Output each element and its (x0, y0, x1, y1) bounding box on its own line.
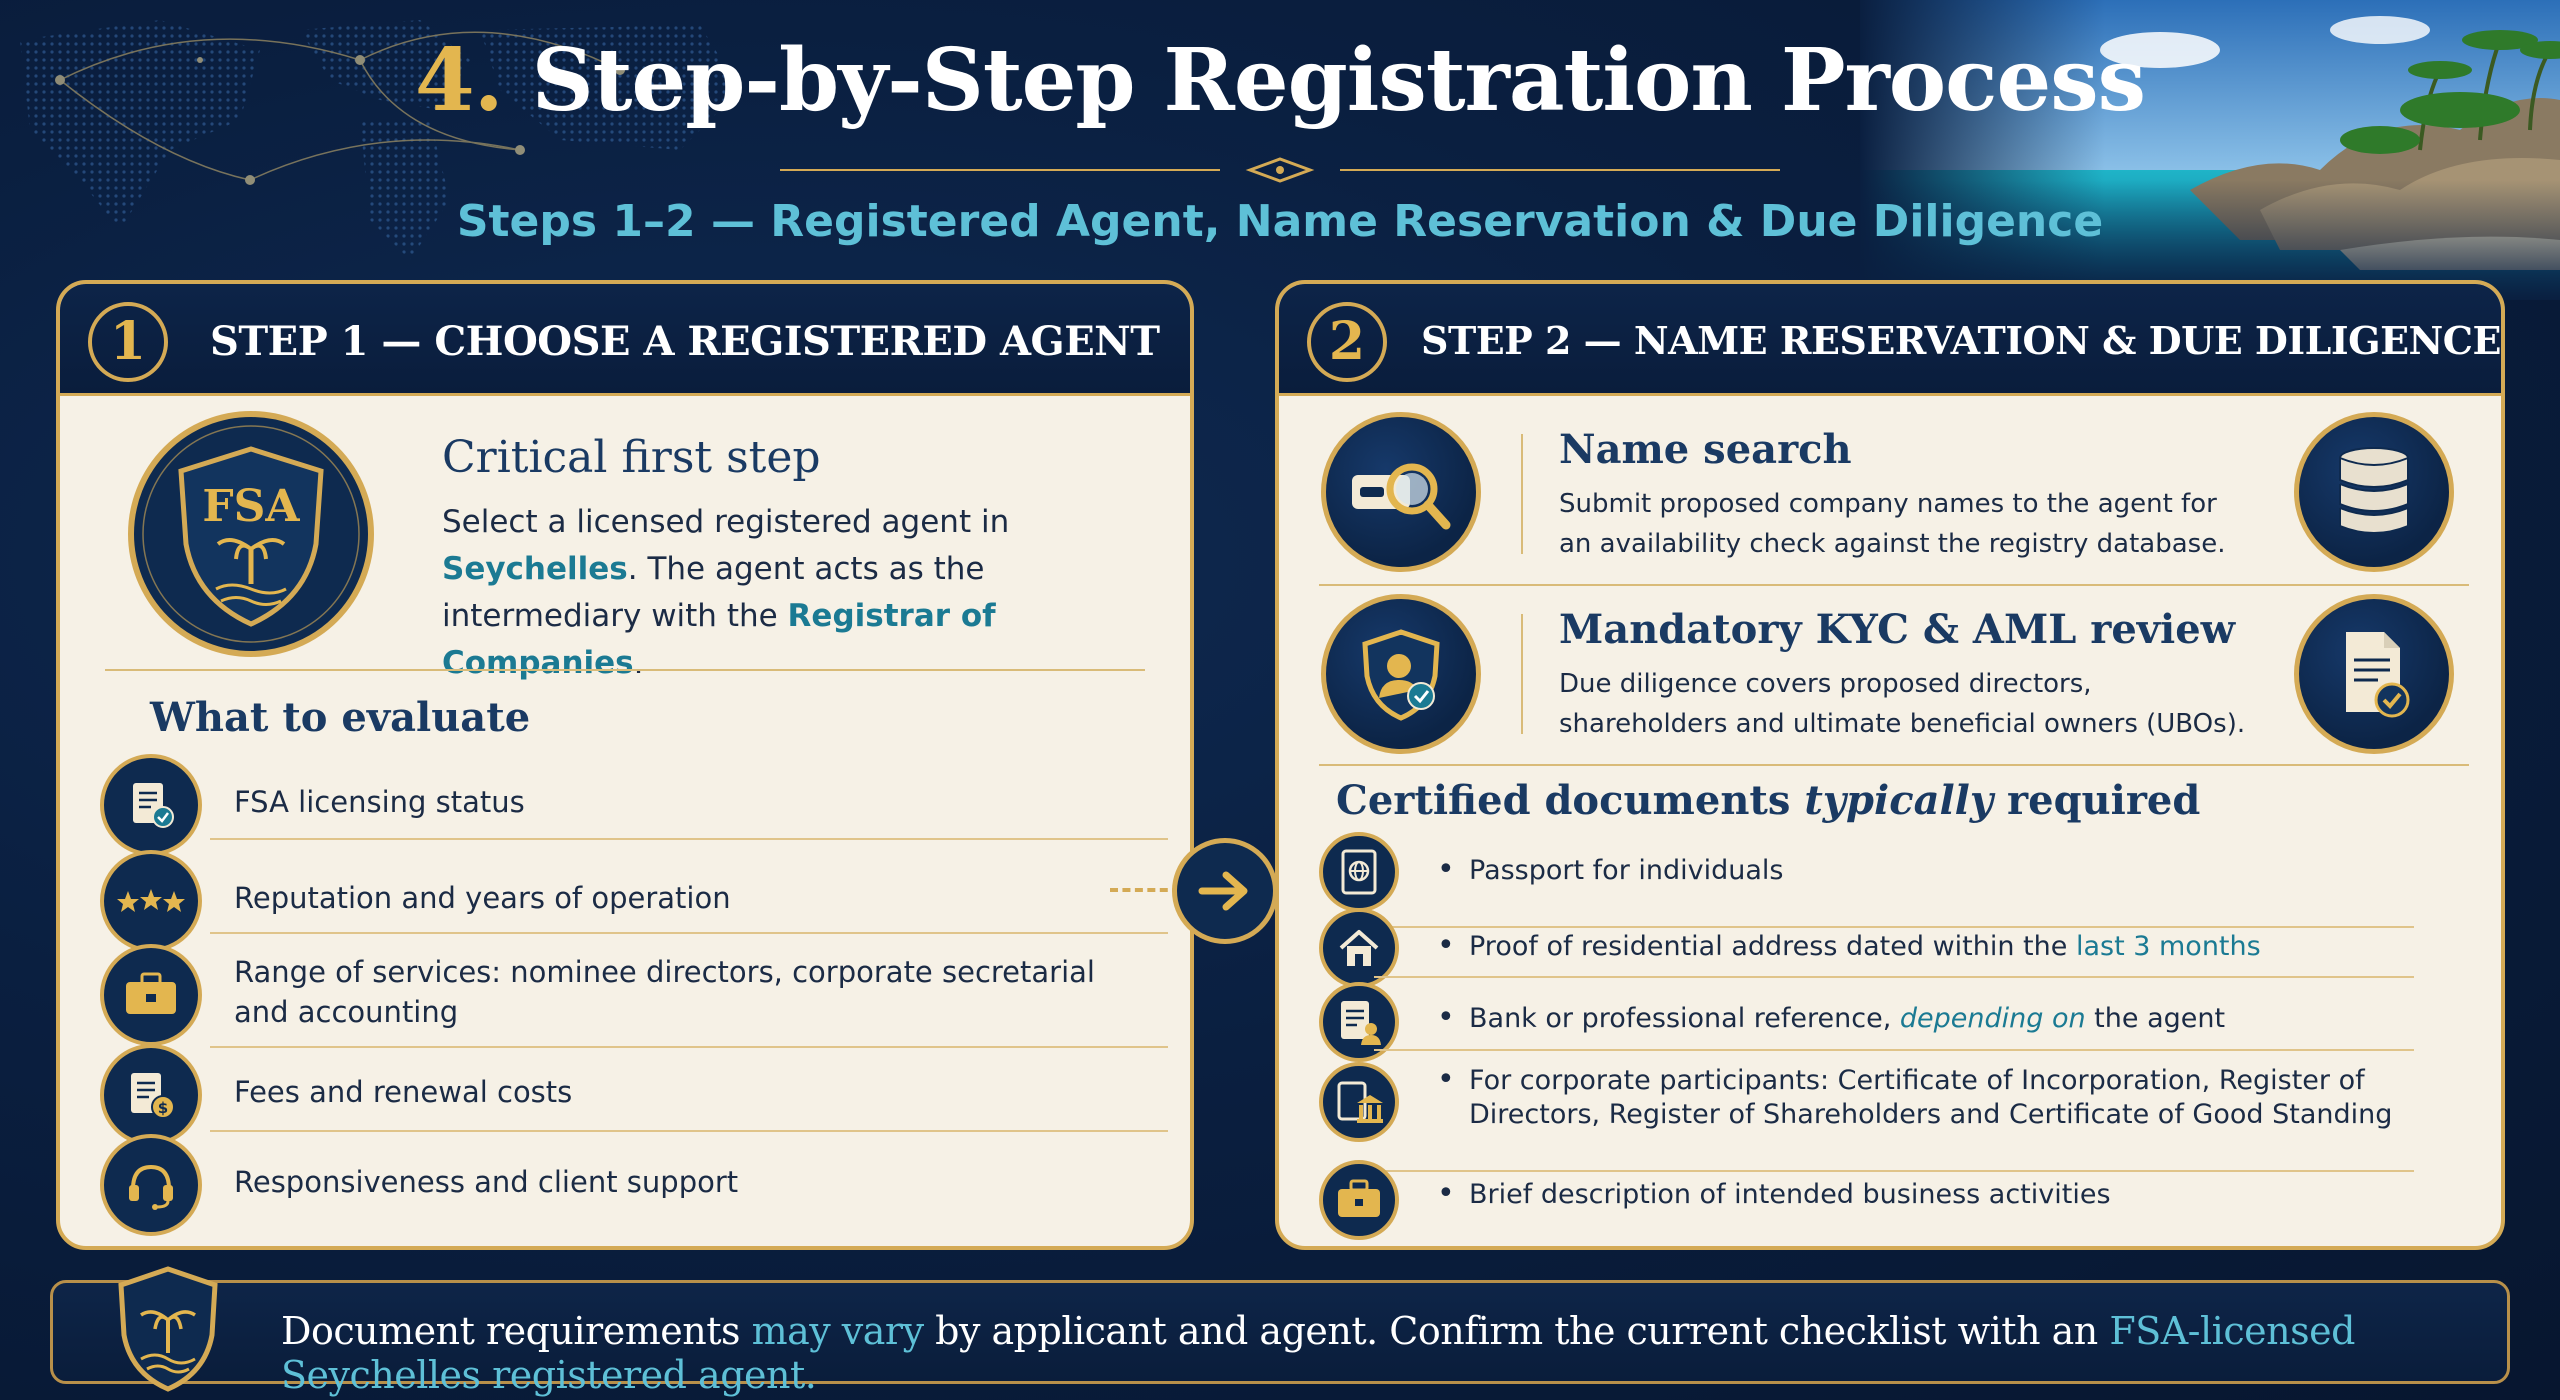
footer-part1: Document requirements (281, 1309, 752, 1353)
doc-item-text: Proof of residential address dated withi… (1469, 930, 2469, 964)
evaluate-item-text: Fees and renewal costs (234, 1075, 573, 1109)
step2-number-badge: 2 (1307, 302, 1387, 382)
documents-heading: Certified documents typically required (1336, 777, 2200, 824)
step2-panel: 2 STEP 2 — NAME RESERVATION & DUE DILIGE… (1275, 280, 2505, 1250)
name-search-text: Submit proposed company names to the age… (1559, 489, 2226, 559)
step-connector-line (1110, 888, 1230, 892)
divider (1374, 926, 2414, 928)
kyc-shield-person-icon (1321, 594, 1481, 754)
step2-header: 2 STEP 2 — NAME RESERVATION & DUE DILIGE… (1279, 284, 2501, 396)
doc-item-text: For corporate participants: Certificate … (1469, 1064, 2469, 1132)
step1-header: 1 STEP 1 — CHOOSE A REGISTERED AGENT (60, 284, 1190, 396)
step1-intro-text: Select a licensed registered agent in Se… (442, 499, 1142, 687)
palm-shield-icon (118, 1266, 218, 1392)
name-search-magnifier-icon (1321, 412, 1481, 572)
docs-heading-part2: required (1993, 777, 2201, 824)
footer-highlight-may-vary: may vary (751, 1309, 925, 1353)
footer-text: Document requirements may vary by applic… (281, 1309, 2501, 1397)
doc-text: Bank or professional reference, (1469, 1003, 1900, 1034)
doc-item-text: Brief description of intended business a… (1469, 1178, 2469, 1212)
kyc-text: Due diligence covers proposed directors,… (1559, 669, 2246, 739)
docs-heading-part1: Certified documents (1336, 777, 1805, 824)
world-map-decoration (20, 20, 740, 260)
title-text: Step-by-Step Registration Process (531, 30, 2146, 131)
divider (1521, 614, 1523, 734)
divider (1374, 1049, 2414, 1051)
doc-item-text: Passport for individuals (1469, 854, 2469, 888)
document-check-icon (100, 754, 202, 856)
page-subtitle: Steps 1–2 — Registered Agent, Name Reser… (456, 196, 2104, 247)
header: 4. Step-by-Step Registration Process Ste… (0, 0, 2560, 280)
divider (1374, 1170, 2414, 1172)
headset-icon (100, 1134, 202, 1236)
passport-icon (1319, 832, 1399, 912)
doc-text: Passport for individuals (1469, 855, 1784, 886)
footer-disclaimer: Document requirements may vary by applic… (50, 1266, 2510, 1397)
evaluate-item-text: Responsiveness and client support (234, 1165, 739, 1199)
list-item: Responsiveness and client support (100, 1134, 1180, 1236)
three-stars-icon (100, 850, 202, 952)
section-number: 4. (414, 30, 504, 131)
step1-panel: 1 STEP 1 — CHOOSE A REGISTERED AGENT FSA… (56, 280, 1194, 1250)
bullet: • (1437, 1062, 1455, 1097)
step1-number-badge: 1 (88, 302, 168, 382)
bullet: • (1437, 1176, 1455, 1211)
invoice-dollar-icon: $ (100, 1044, 202, 1146)
divider (1374, 976, 2414, 978)
footer-highlight-agent: FSA-licensed Seychelles registered agent… (281, 1309, 2355, 1397)
evaluate-item-text: Range of services: nominee directors, co… (234, 955, 1095, 1029)
list-item: $ Fees and renewal costs (100, 1044, 1180, 1146)
database-icon (2294, 412, 2454, 572)
doc-item-text: Bank or professional reference, dependin… (1469, 1002, 2469, 1036)
reference-document-person-icon (1319, 982, 1399, 1062)
tropical-beach-decoration (1860, 0, 2560, 300)
next-step-arrow-icon (1172, 838, 1278, 944)
divider (105, 669, 1145, 671)
briefcase-icon (100, 944, 202, 1046)
intro-part1: Select a licensed registered agent in (442, 504, 1010, 540)
kyc-heading: Mandatory KYC & AML review (1559, 606, 2236, 653)
divider (1319, 764, 2469, 766)
list-item: Range of services: nominee directors, co… (100, 944, 1180, 1046)
doc-text: Brief description of intended business a… (1469, 1179, 2111, 1210)
evaluate-item-text: FSA licensing status (234, 785, 525, 819)
bullet: • (1437, 852, 1455, 887)
doc-highlight-last-3-months: last 3 months (2075, 931, 2261, 962)
bullet: • (1437, 928, 1455, 963)
intro-highlight-seychelles: Seychelles (442, 551, 628, 587)
fsa-shield-badge-icon: FSA (128, 411, 374, 657)
briefcase-icon (1319, 1160, 1399, 1240)
evaluate-item-text: Reputation and years of operation (234, 881, 731, 915)
docs-heading-emphasis: typically (1804, 777, 1994, 824)
list-item: Reputation and years of operation (100, 850, 1180, 952)
divider (210, 1046, 1168, 1048)
intro-part2: . The agent acts as the intermediary wit… (442, 551, 985, 634)
step2-title: STEP 2 — NAME RESERVATION & DUE DILIGENC… (1421, 318, 2501, 363)
badge-text: FSA (202, 481, 300, 532)
doc-text-tail: the agent (2085, 1003, 2226, 1034)
intro-highlight-registrar: Registrar of Companies (442, 598, 996, 681)
critical-step-heading: Critical first step (442, 432, 821, 483)
document-check-icon (2294, 594, 2454, 754)
doc-emphasis-depending-on: depending on (1899, 1003, 2086, 1034)
page-title: 4. Step-by-Step Registration Process (0, 30, 2560, 131)
evaluate-heading: What to evaluate (150, 694, 531, 741)
divider (210, 838, 1168, 840)
doc-text: Proof of residential address dated withi… (1469, 931, 2076, 962)
name-search-heading: Name search (1559, 426, 1852, 473)
divider (1521, 434, 1523, 554)
list-item: FSA licensing status (100, 754, 1180, 856)
divider (210, 932, 1168, 934)
divider (1319, 584, 2469, 586)
svg-text:$: $ (158, 1099, 168, 1117)
step1-title: STEP 1 — CHOOSE A REGISTERED AGENT (210, 318, 1160, 365)
title-ornament (780, 157, 1780, 183)
intro-part3: . (633, 645, 644, 681)
divider (210, 1130, 1168, 1132)
doc-text: For corporate participants: Certificate … (1469, 1065, 2393, 1130)
corporate-building-icon (1319, 1062, 1399, 1142)
bullet: • (1437, 1000, 1455, 1035)
footer-part2: by applicant and agent. Confirm the curr… (923, 1309, 2110, 1353)
